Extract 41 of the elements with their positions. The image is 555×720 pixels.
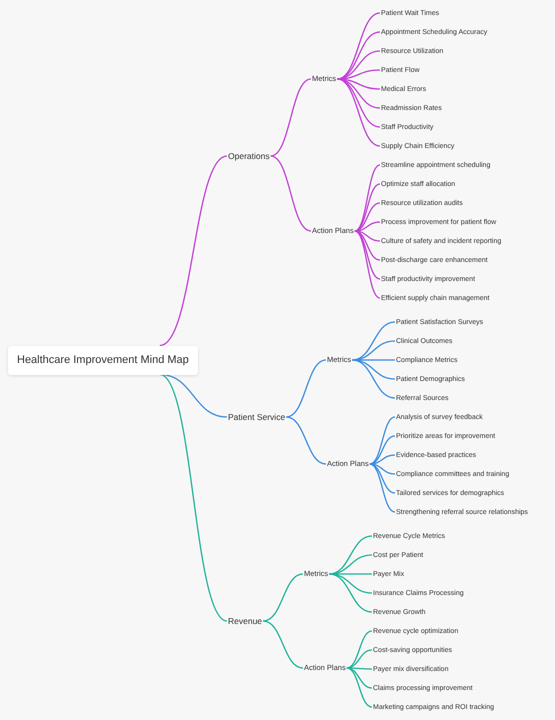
branch-connector	[262, 620, 304, 669]
branch-connector	[354, 202, 380, 232]
branch-connector	[352, 321, 396, 361]
branch-connector	[329, 554, 372, 575]
branch-connector	[346, 667, 372, 689]
topic-label: Operations	[227, 150, 271, 162]
branch-connector	[370, 435, 396, 465]
branch-connector	[370, 416, 396, 465]
branch-connector	[370, 463, 396, 513]
branch-connector	[160, 155, 228, 346]
branch-connector	[262, 573, 304, 622]
branch-connector	[370, 463, 396, 475]
topic-label: Revenue	[227, 616, 264, 626]
branch-connector	[354, 230, 380, 299]
branch-connector	[337, 50, 380, 80]
branch-connector	[352, 359, 396, 399]
branch-connector	[329, 573, 372, 613]
branch-connector	[270, 155, 312, 232]
branch-connector	[337, 31, 380, 80]
topic-label: Patient Service	[227, 412, 286, 422]
branch-connector	[354, 230, 380, 280]
branch-connector	[270, 78, 312, 157]
branch-connector	[370, 454, 396, 465]
branch-connector	[346, 649, 372, 669]
branch-connector	[337, 78, 380, 147]
branch-connector	[160, 374, 228, 622]
branch-connector	[337, 78, 380, 128]
branch-connector	[329, 535, 372, 575]
branch-connector	[352, 340, 396, 361]
branch-connector	[346, 630, 372, 669]
branch-connector	[354, 183, 380, 232]
branch-connector	[286, 359, 326, 418]
branch-connector	[354, 230, 380, 242]
branch-connector	[346, 667, 372, 708]
branch-connector	[370, 463, 396, 494]
branch-connector	[346, 667, 372, 670]
branch-connector	[354, 221, 380, 232]
root-topic-box: Healthcare Improvement Mind Map	[8, 346, 198, 374]
branch-connector	[354, 230, 380, 261]
branch-connector	[354, 164, 380, 232]
branch-connector	[286, 416, 326, 465]
